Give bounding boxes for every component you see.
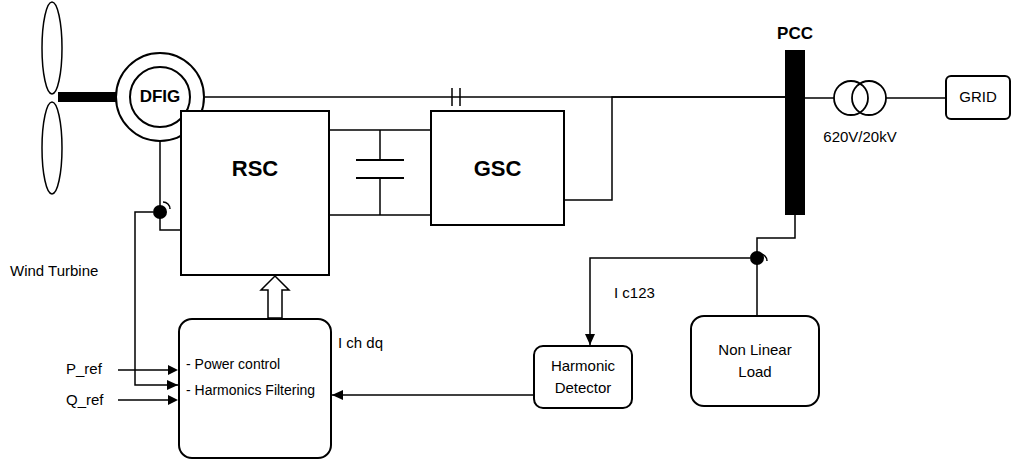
arrowhead bbox=[168, 395, 178, 405]
box-label: Non Linear Load bbox=[700, 339, 810, 384]
signal-arrow bbox=[135, 212, 178, 390]
signal-label: P_ref bbox=[64, 360, 104, 377]
bus-label: PCC bbox=[777, 24, 813, 44]
box-label: GRID bbox=[959, 86, 997, 109]
controller-function: - Harmonics Filtering bbox=[186, 382, 315, 398]
turbine-blade bbox=[42, 102, 62, 194]
current-sensor bbox=[760, 254, 767, 261]
power-line bbox=[886, 98, 945, 99]
box-label: GSC bbox=[474, 152, 522, 185]
arrowhead bbox=[168, 365, 178, 375]
capacitor-lead bbox=[379, 178, 381, 215]
controller-box: - Power control - Harmonics Filtering bbox=[178, 318, 332, 459]
signal-arrow bbox=[332, 390, 533, 400]
busbar bbox=[785, 50, 805, 215]
capacitor-plate bbox=[356, 177, 404, 179]
current-sensor bbox=[163, 202, 170, 209]
signal-label: I ch dq bbox=[336, 334, 385, 351]
rating-label: 620V/20kV bbox=[823, 128, 896, 145]
turbine-shaft bbox=[58, 92, 116, 102]
signal-arrow bbox=[118, 399, 176, 401]
signal-arrow bbox=[261, 276, 289, 318]
power-line bbox=[565, 97, 785, 200]
process-box: Non Linear Load bbox=[690, 315, 820, 407]
power-line bbox=[805, 98, 834, 99]
power-line bbox=[757, 215, 795, 315]
capacitor-plate bbox=[356, 159, 404, 161]
power-line bbox=[330, 130, 430, 215]
signal-arrow bbox=[118, 369, 176, 371]
machine-label: DFIG bbox=[140, 87, 181, 107]
controller-function: - Power control bbox=[186, 356, 280, 372]
caption-label: Wind Turbine bbox=[8, 262, 100, 279]
box-label: Harmonic Detector bbox=[543, 355, 623, 400]
signal-label: Q_ref bbox=[64, 391, 106, 408]
signal-label: I c123 bbox=[612, 284, 657, 301]
pcc-busbar: PCC bbox=[776, 24, 814, 216]
capacitor-lead bbox=[379, 130, 381, 160]
transformer: 620V/20kV bbox=[820, 78, 900, 160]
turbine-blade bbox=[42, 2, 62, 94]
box-label: RSC bbox=[232, 152, 278, 185]
process-box: GRID bbox=[945, 75, 1011, 120]
process-box: Harmonic Detector bbox=[533, 345, 633, 409]
transformer-symbol bbox=[830, 78, 890, 118]
current-sensor bbox=[153, 205, 167, 219]
current-sensor bbox=[750, 251, 764, 265]
converter-box: RSC bbox=[180, 110, 330, 276]
converter-box: GSC bbox=[430, 110, 565, 226]
